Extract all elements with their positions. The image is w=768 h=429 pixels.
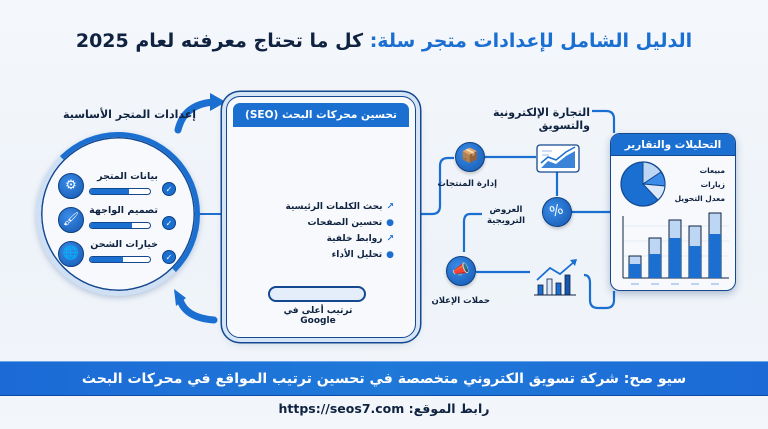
progress-bar xyxy=(89,222,151,229)
setting-label: تصميم الواجهة xyxy=(89,205,158,216)
google-ranking-caption: ترتيب أعلى في Google xyxy=(283,306,353,326)
page-title: الدليل الشامل لإعدادات متجر سلة: كل ما ت… xyxy=(0,30,768,52)
progress-bar xyxy=(89,256,151,263)
legend-sales: مبيعات xyxy=(699,166,725,175)
bullet-dot-icon: ● xyxy=(386,218,394,228)
analytics-card: التحليلات والتقارير مبيعات زيارات معدل ا… xyxy=(610,133,736,291)
search-bar-graphic xyxy=(268,286,366,302)
seo-item-pages: ●تحسين الصفحات xyxy=(307,218,394,228)
megaphone-icon: 📣 xyxy=(446,256,476,286)
globe-icon: 🌐 xyxy=(58,241,84,267)
site-label: رابط الموقع: xyxy=(408,401,490,416)
seo-item-keywords: ↗بحث الكلمات الرئيسية xyxy=(285,202,394,212)
arrow-up-right-icon: ↗ xyxy=(386,234,394,244)
title-highlight: الدليل الشامل لإعدادات متجر سلة: xyxy=(369,30,693,52)
setting-shipping-options[interactable]: 🌐 خيارات الشحن ✓ xyxy=(58,239,176,270)
analytics-card-title: التحليلات والتقارير xyxy=(611,134,735,156)
paintbrush-icon: 🖌 xyxy=(58,207,84,233)
seo-card: تحسين محركات البحث (SEO) xyxy=(226,96,416,338)
title-rest: كل ما تحتاج معرفته لعام 2025 xyxy=(75,30,364,52)
check-icon: ✓ xyxy=(162,182,176,196)
legend-visits: زيارات xyxy=(700,180,725,189)
product-management-label: إدارة المنتجات xyxy=(437,179,497,189)
seo-item-backlinks: ↗روابط خلفية xyxy=(326,234,394,244)
site-link-line: رابط الموقع: https://seos7.com xyxy=(0,401,768,416)
site-url-link[interactable]: https://seos7.com xyxy=(278,401,405,416)
gear-icon: ⚙ xyxy=(58,173,84,199)
commerce-title: التجارة الإلكترونية والتسويق xyxy=(492,106,590,132)
setting-interface-design[interactable]: 🖌 تصميم الواجهة ✓ xyxy=(58,205,176,236)
progress-arc xyxy=(36,132,200,296)
setting-label: بيانات المتجر xyxy=(97,171,158,182)
legend-conversion-rate: معدل التحويل xyxy=(674,194,725,203)
check-icon: ✓ xyxy=(162,216,176,230)
check-icon: ✓ xyxy=(162,250,176,264)
store-settings-label: إعدادات المتجر الأساسية xyxy=(63,108,196,121)
seo-card-title: تحسين محركات البحث (SEO) xyxy=(233,103,409,127)
arrow-up-right-icon: ↗ xyxy=(386,202,394,212)
analytics-charts xyxy=(620,161,729,285)
ad-campaigns-label: حملات الإعلان xyxy=(431,296,490,306)
company-banner: سيو صح: شركة تسويق الكتروني متخصصة في تح… xyxy=(0,361,768,396)
store-settings-circle xyxy=(36,132,200,296)
price-tag-icon: % xyxy=(537,192,577,232)
bullet-dot-icon: ● xyxy=(386,250,394,260)
progress-bar xyxy=(89,188,151,195)
setting-label: خيارات الشحن xyxy=(90,239,158,250)
promotions-label: العروض الترويجية xyxy=(486,205,526,226)
box-icon: 📦 xyxy=(455,142,485,172)
setting-store-data[interactable]: ⚙ بيانات المتجر ✓ xyxy=(58,171,176,202)
seo-item-performance: ●تحليل الأداء xyxy=(331,250,394,260)
